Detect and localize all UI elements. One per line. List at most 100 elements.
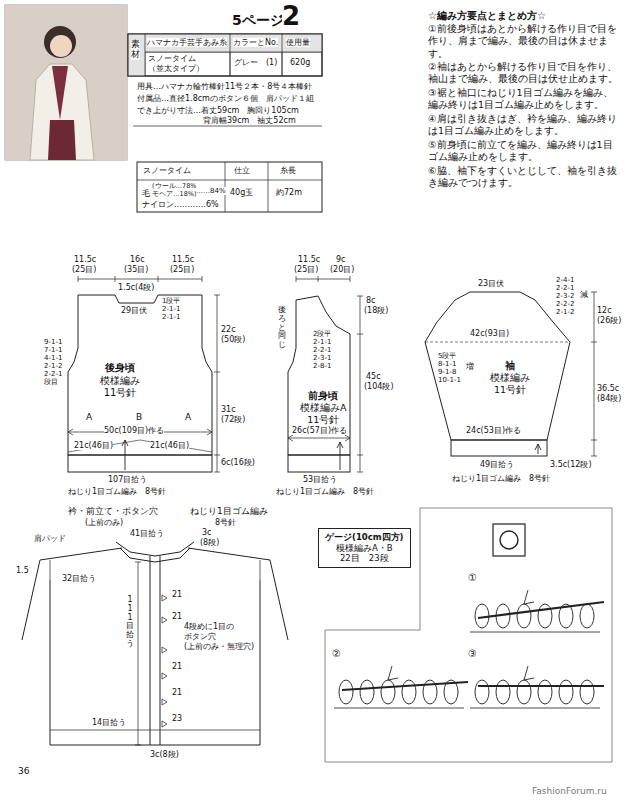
skirt <box>48 120 76 160</box>
left-shoulder <box>22 548 122 640</box>
stitch-row <box>470 708 600 709</box>
photo-ground <box>5 5 127 160</box>
label: 5段平 <box>438 352 456 360</box>
label: 21c(46目) <box>150 441 189 450</box>
label: ①前後身頃はあとから解ける作り目で目を作り、肩まで編み、最後の目は休ませます。 <box>428 23 622 60</box>
label: ⑤前身頃に前立てを編み、編み終りは1目ゴム編み止めをします。 <box>428 139 622 164</box>
stitch-loop <box>517 680 531 704</box>
needle <box>478 685 604 687</box>
label: (25目) <box>170 265 194 274</box>
stitch-loop <box>475 680 489 704</box>
buttonhole-mark <box>162 617 167 623</box>
label: ④肩は引き抜きはぎ、衿を編み、編み終りは1目ゴム編み止めをします。 <box>428 113 622 138</box>
dimension-tick <box>214 472 220 473</box>
piece-name: ゲージ(10cm四方) <box>325 532 404 543</box>
label: 49目拾う <box>480 460 514 469</box>
label: モヘア…18%) <box>152 191 196 198</box>
dimension-tick <box>357 472 363 473</box>
label: 10-1-1 <box>438 376 461 384</box>
label: 糸長 <box>280 166 296 175</box>
table-rule <box>230 34 231 76</box>
dimension-line <box>138 562 139 745</box>
arrow-head <box>122 440 128 446</box>
dimension-line <box>594 292 595 456</box>
dimension-tick <box>202 276 203 282</box>
cardigan <box>30 64 94 160</box>
piece-name: 後身頃 <box>100 362 140 375</box>
label: 23目伏 <box>478 279 504 288</box>
table-rule <box>282 34 283 76</box>
pickup-arc <box>68 440 212 452</box>
photo <box>5 5 127 160</box>
label: (8段) <box>200 538 219 547</box>
piece-note: 11号針 <box>300 414 347 426</box>
dimension-tick <box>591 342 597 343</box>
label: (26段) <box>597 316 621 325</box>
piece-note: 模様編み <box>490 372 530 384</box>
label: ③ <box>468 648 477 660</box>
label: ……84% <box>196 187 226 195</box>
label: (上前のみ) <box>85 518 123 527</box>
label: (18段) <box>364 306 388 315</box>
label: 21 <box>172 662 182 671</box>
label: 26c(57目)作る <box>292 426 347 435</box>
label: 107目拾う <box>108 475 147 484</box>
label: 36.5c <box>597 384 619 393</box>
table-rule <box>282 34 283 76</box>
label: 9-1-1 <box>44 338 62 346</box>
arrow-line <box>125 440 126 470</box>
label: ボタン穴 <box>184 632 216 641</box>
label: 2-4-1 <box>556 276 574 284</box>
label: (1) <box>266 58 277 67</box>
piece-note: 11号針 <box>100 387 140 400</box>
label: 41目拾う <box>130 529 164 538</box>
label: 23 <box>172 714 182 723</box>
table-rule <box>145 52 322 53</box>
label: 約72m <box>276 188 302 197</box>
label: 段目 <box>44 378 58 386</box>
piece-note: 22目 23段 <box>325 553 404 564</box>
stitch-loop <box>402 680 416 704</box>
arrow-head <box>288 435 293 441</box>
label: 9-1-8 <box>438 368 456 376</box>
piece-note: 模様編み <box>100 375 140 388</box>
neck-band <box>120 548 190 562</box>
symbol-box <box>493 524 525 556</box>
label: (25目) <box>72 265 96 274</box>
label: 32目拾う <box>62 574 96 583</box>
label: 22c <box>221 325 236 334</box>
label: 11.5c <box>172 255 194 264</box>
dimension-tick <box>214 295 220 296</box>
label: 用具…ハマナカ輪竹棒針11号２本・8号４本棒針 <box>137 82 312 91</box>
label: 4-1-1 <box>44 354 62 362</box>
gauge-box: ゲージ(10cm四方)模様編みA・B22目 23段 <box>318 528 411 568</box>
stitch-loop <box>559 680 573 704</box>
label: 付属品…直径1.8cmのボタン６個 肩パッド１組 <box>137 94 314 103</box>
label: ⑥脇、袖下をすくいとじして、袖を引き抜き編みでつけます。 <box>428 165 622 190</box>
armhole-line <box>50 560 51 580</box>
pattern-piece-label: 袖模様編み11号針 <box>490 360 530 396</box>
label: 21 <box>172 590 182 599</box>
label: 11.5c <box>74 255 96 264</box>
label: 16c <box>130 255 145 264</box>
dimension-line <box>296 279 350 280</box>
label: (84段) <box>597 394 621 403</box>
label: 12c <box>597 306 612 315</box>
label: 111目拾う <box>126 596 134 649</box>
label: 4段めに1目の <box>184 622 234 631</box>
label: 1.5 <box>16 566 29 575</box>
pattern-piece-label: 後身頃模様編み11号針 <box>100 362 140 400</box>
label: 8号針 <box>215 518 236 527</box>
stitch-row <box>334 708 464 709</box>
dimension-tick <box>158 276 159 282</box>
label: ナイロン…………6% <box>142 200 219 209</box>
arrow-head <box>207 429 212 435</box>
label: (72段) <box>221 415 245 424</box>
label: 40g玉 <box>230 188 253 197</box>
stitch-loop <box>517 604 531 628</box>
label: 620g <box>290 58 310 67</box>
label: (20目) <box>330 265 354 274</box>
dimension-tick <box>591 292 597 293</box>
sleeve <box>425 292 570 440</box>
